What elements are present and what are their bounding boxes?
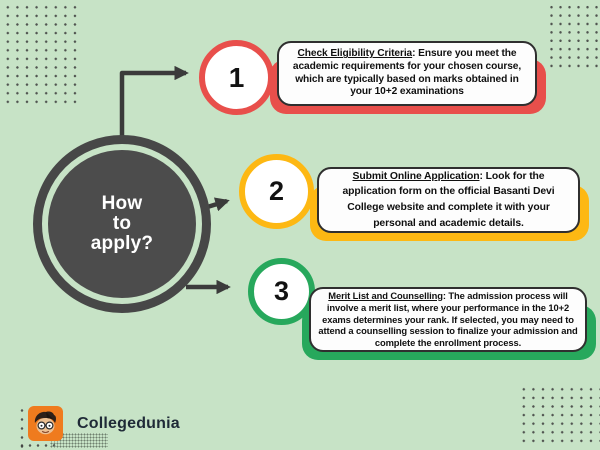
connector-arrow-step1	[119, 65, 189, 140]
step-2-colon: :	[479, 170, 486, 182]
brand-footer: Collegedunia	[28, 406, 180, 441]
collegedunia-mascot-icon	[28, 406, 63, 441]
step-2-body: Look for the application form on the off…	[342, 170, 555, 229]
step-circle-2: 2	[239, 154, 314, 229]
step-card-2: Submit Online Application: Look for the …	[310, 167, 589, 241]
step-number-3: 3	[273, 276, 290, 306]
step-1-body: Ensure you meet the academic requirement…	[292, 48, 522, 98]
dot-grid-top-left-icon	[3, 3, 77, 107]
step-2-heading: Submit Online Application	[352, 170, 480, 182]
brand-wordmark: Collegedunia	[77, 414, 180, 432]
step-card-2-text: Submit Online Application: Look for the …	[317, 167, 580, 233]
main-topic-circle: How to apply?	[33, 135, 211, 313]
dot-grid-logo-bottom-icon	[18, 441, 60, 449]
step-card-3-text: Merit List and Counselling: The admissio…	[309, 287, 587, 352]
step-card-1-text: Check Eligibility Criteria: Ensure you m…	[277, 41, 537, 106]
step-number-1: 1	[228, 61, 245, 93]
step-3-body: The admission process will involve a mer…	[318, 289, 578, 349]
dot-grid-bottom-right-icon	[519, 385, 600, 447]
halftone-under-brand-icon	[50, 433, 108, 448]
step-card-1: Check Eligibility Criteria: Ensure you m…	[270, 41, 546, 114]
dot-grid-logo-left-icon	[18, 406, 25, 450]
main-topic-circle-inner: How to apply?	[48, 150, 196, 298]
step-circle-1: 1	[199, 40, 274, 115]
step-number-2: 2	[268, 176, 285, 206]
step-3-colon: :	[442, 289, 449, 301]
step-card-3: Merit List and Counselling: The admissio…	[302, 287, 596, 360]
topic-title: How to apply?	[90, 192, 154, 255]
step-1-colon: :	[412, 48, 419, 60]
step-1-heading: Check Eligibility Criteria	[297, 48, 413, 60]
step-3-heading: Merit List and Counselling	[328, 289, 443, 301]
dot-grid-top-right-icon	[547, 3, 600, 69]
